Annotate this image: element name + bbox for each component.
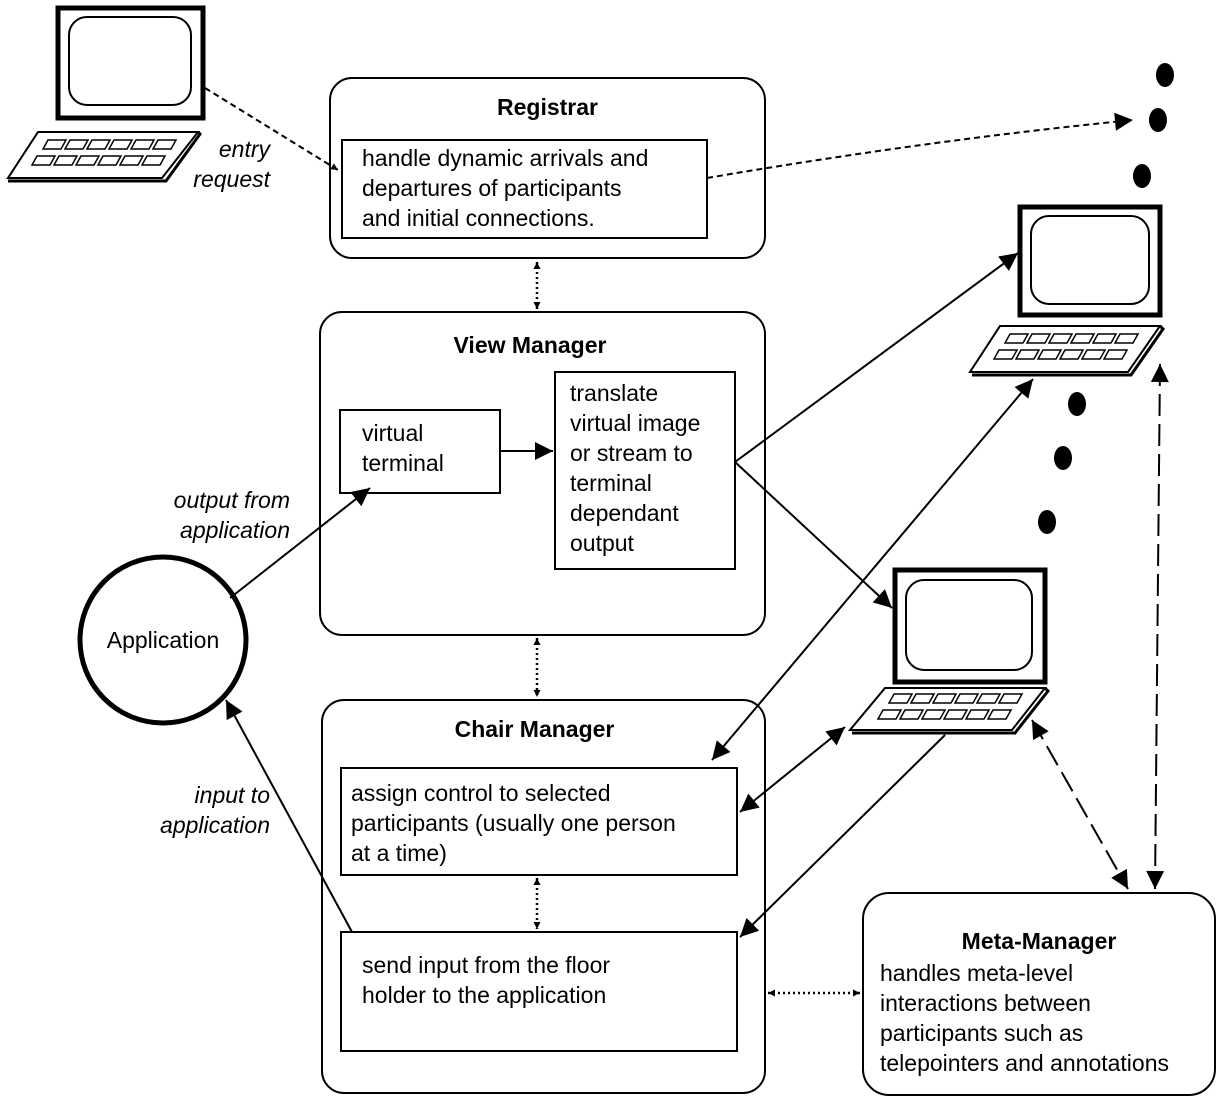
computer-icon <box>6 5 206 183</box>
translate-to-computer2-arrow <box>734 252 1019 463</box>
entry-request-arrow <box>204 87 339 171</box>
meta-manager-description: handles meta-level interactions between … <box>880 960 1169 1076</box>
computer3-to-send-arrow <box>739 734 946 938</box>
entry-request-label: entry request <box>193 136 270 192</box>
computer3-to-assign-arrow <box>739 726 846 813</box>
input-to-application-label: input to application <box>160 782 270 838</box>
app-to-virtual-terminal-arrow <box>229 487 371 599</box>
send-input-box <box>340 931 738 1052</box>
chair-manager-title: Chair Manager <box>454 716 615 742</box>
computer-icon <box>847 567 1051 735</box>
application-node <box>77 554 249 726</box>
ellipsis-dots <box>1038 63 1174 534</box>
registrar-title: Registrar <box>497 94 598 120</box>
output-from-application-label: output from application <box>173 487 290 543</box>
virtual-terminal-box <box>339 409 501 494</box>
registrar-description: handle dynamic arrivals and departures o… <box>362 145 649 231</box>
computer3-meta-link <box>1031 719 1129 890</box>
registrar-to-participants-arrow <box>706 112 1134 179</box>
translate-label: translate virtual image or stream to ter… <box>570 380 701 556</box>
send-to-app-arrow <box>225 699 353 933</box>
computer2-to-chair-arrow <box>711 378 1034 761</box>
assign-control-box <box>340 767 738 876</box>
translate-box <box>554 371 736 570</box>
computer2-meta-link <box>1146 363 1169 890</box>
application-label: Application <box>106 627 220 653</box>
meta-manager-title: Meta-Manager <box>961 928 1117 954</box>
assign-control-label: assign control to selected participants … <box>351 780 676 866</box>
meta-manager-box <box>862 892 1216 1096</box>
registrar-desc-box <box>341 139 708 239</box>
computer-icon <box>968 204 1165 377</box>
virtual-terminal-label: virtual terminal <box>362 420 444 476</box>
send-input-label: send input from the floor holder to the … <box>362 952 611 1008</box>
view-manager-title: View Manager <box>453 332 607 358</box>
